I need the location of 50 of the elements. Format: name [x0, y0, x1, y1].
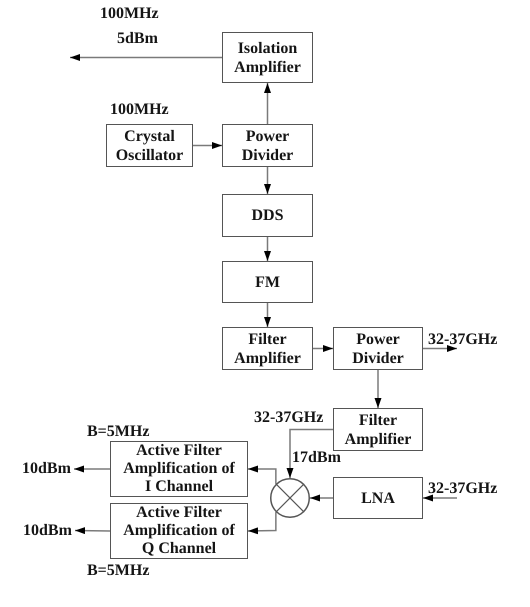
- signal-arrow: [286, 428, 333, 478]
- process-box: [222, 327, 313, 370]
- signal-arrow: [423, 345, 457, 352]
- signal-arrow: [423, 494, 457, 502]
- process-box: [222, 194, 313, 237]
- process-box: [110, 441, 248, 497]
- signal-label: 10dBm: [20, 522, 75, 540]
- process-box: [110, 503, 248, 559]
- block-label: Crystal Oscillator: [114, 126, 184, 164]
- signal-arrow: [74, 527, 110, 534]
- block-label: LNA: [361, 488, 395, 508]
- block-label: Active Filter Amplification of Q Channel: [122, 504, 236, 558]
- block-label: Isolation Amplifier: [233, 38, 302, 76]
- annotation-label: B=5MHz: [87, 423, 150, 441]
- block-label: Power Divider: [351, 330, 405, 368]
- signal-arrow: [248, 466, 277, 484]
- block-label: Active Filter Amplification of I Channel: [122, 442, 236, 496]
- signal-arrow: [264, 303, 271, 327]
- process-box: [222, 261, 313, 303]
- signal-arrow: [264, 167, 271, 194]
- signal-label: 10dBm: [19, 460, 74, 478]
- block-label: Filter Amplifier: [344, 410, 412, 448]
- signal-label: 32-37GHz: [254, 409, 324, 427]
- annotation-label: B=5MHz: [87, 562, 150, 580]
- signal-arrow: [310, 494, 333, 502]
- signal-arrow: [248, 512, 277, 534]
- process-box: [333, 408, 423, 451]
- signal-label: 32-37GHz: [425, 480, 500, 498]
- signal-label: 5dBm: [117, 30, 158, 48]
- signal-arrow: [264, 83, 271, 124]
- block-label: FM: [255, 272, 280, 292]
- signal-label: 100MHz: [100, 5, 159, 23]
- process-box: [222, 124, 313, 167]
- block-label: Filter Amplifier: [233, 330, 302, 368]
- process-box: [106, 124, 193, 167]
- signal-arrow: [70, 54, 222, 61]
- mixer-symbol: [270, 478, 310, 518]
- process-box: [333, 327, 423, 370]
- signal-arrow: [193, 142, 222, 149]
- signal-label: 17dBm: [292, 449, 341, 467]
- signal-arrow: [74, 466, 110, 472]
- block-label: DDS: [251, 206, 284, 225]
- signal-label: 32-37GHz: [425, 330, 500, 348]
- process-box: [333, 477, 423, 519]
- process-box: [222, 32, 313, 83]
- signal-arrow: [264, 237, 271, 261]
- signal-arrow: [374, 370, 382, 408]
- annotation-label: 100MHz: [110, 101, 169, 119]
- block-label: Power Divider: [240, 126, 294, 164]
- signal-arrow: [313, 345, 333, 352]
